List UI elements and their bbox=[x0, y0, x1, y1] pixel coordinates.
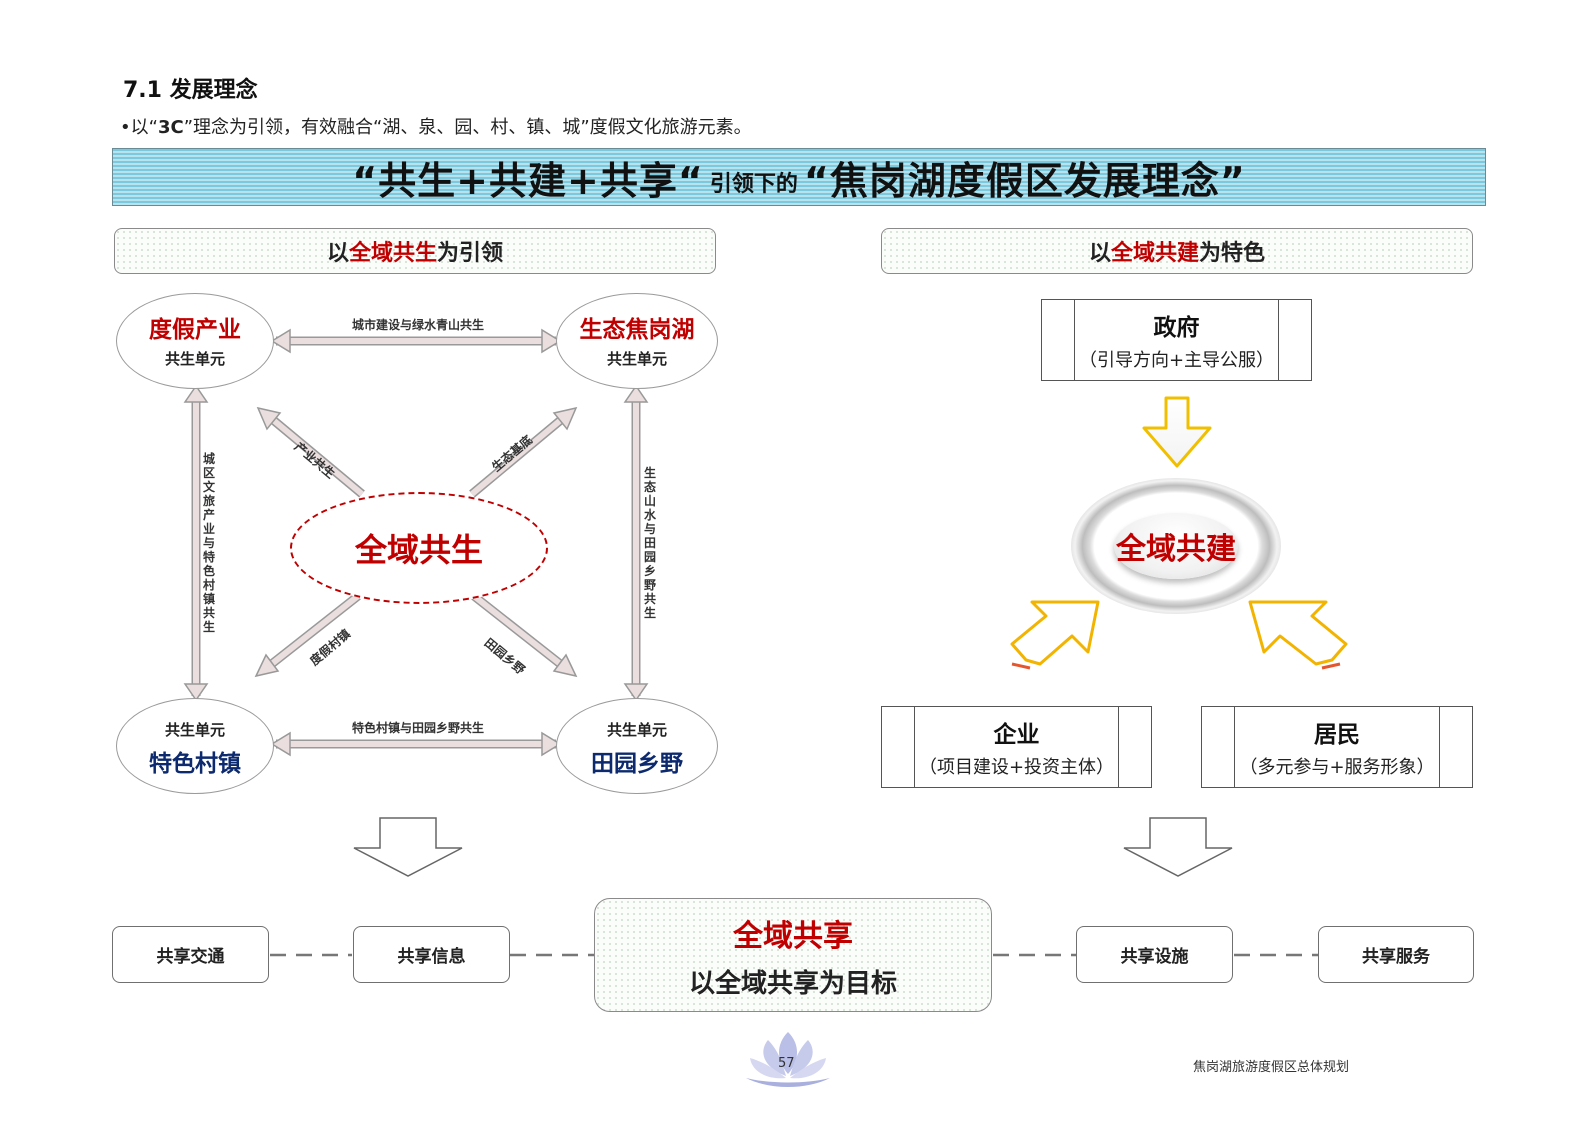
section-heading: 7.1 发展理念 bbox=[123, 78, 258, 103]
right-header-pre: 以 bbox=[1088, 241, 1111, 266]
share-information: 共享信息 bbox=[353, 926, 510, 983]
document-title: 焦岗湖旅游度假区总体规划 bbox=[1193, 1060, 1350, 1075]
center-co-construction-ring: 全域共建 bbox=[1071, 478, 1281, 614]
arrow-left-vertical bbox=[183, 384, 209, 702]
org-government-title: 政府 bbox=[1153, 315, 1200, 341]
arrow-diag-bl bbox=[254, 592, 361, 678]
node-resort-industry-unit: 共生单元 bbox=[164, 349, 225, 368]
page-number: 57 bbox=[778, 1056, 795, 1071]
org-residents: 居民 （多元参与+服务形象） bbox=[1201, 706, 1473, 788]
left-header-red: 全域共生 bbox=[348, 241, 437, 266]
node-eco-lake: 生态焦岗湖 共生单元 bbox=[556, 293, 718, 389]
org-residents-left-tab bbox=[1202, 707, 1235, 787]
arrow-residents-up bbox=[1248, 600, 1348, 666]
link-right-vertical-label: 生态山水与田园乡野共生 bbox=[643, 466, 656, 620]
banner-part1: “共生+共建+共享“ bbox=[352, 158, 704, 203]
node-featured-villages-unit: 共生单元 bbox=[164, 720, 225, 739]
section-intro: •以“3C”理念为引领，有效融合“湖、泉、园、村、镇、城”度假文化旅游元素。 bbox=[120, 113, 752, 139]
lotus-logo-icon bbox=[746, 1032, 830, 1087]
node-eco-lake-unit: 共生单元 bbox=[606, 349, 667, 368]
org-enterprise-desc: （项目建设+投资主体） bbox=[918, 757, 1115, 778]
right-header-red: 全域共建 bbox=[1110, 241, 1199, 266]
share-center: 全域共享 以全域共享为目标 bbox=[594, 898, 992, 1012]
left-header-post: 为引领 bbox=[437, 241, 504, 266]
node-resort-industry: 度假产业 共生单元 bbox=[116, 293, 274, 389]
right-header-post: 为特色 bbox=[1199, 241, 1266, 266]
org-enterprise-title: 企业 bbox=[993, 722, 1040, 748]
banner-part3: “焦岗湖度假区发展理念” bbox=[803, 158, 1246, 203]
link-left-vertical-label: 城区文旅产业与特色村镇共生 bbox=[202, 452, 215, 634]
intro-bold: 3C bbox=[157, 117, 184, 138]
share-services: 共享服务 bbox=[1318, 926, 1474, 983]
node-resort-industry-title: 度假产业 bbox=[149, 316, 241, 343]
down-arrow-left bbox=[353, 817, 463, 877]
left-header-pre: 以 bbox=[326, 241, 349, 266]
node-eco-lake-title: 生态焦岗湖 bbox=[579, 316, 695, 343]
share-facilities: 共享设施 bbox=[1076, 926, 1233, 983]
left-header: 以全域共生为引领 bbox=[114, 228, 716, 274]
down-arrow-right bbox=[1123, 817, 1233, 877]
arrow-enterprise-up bbox=[1010, 600, 1100, 666]
intro-prefix: •以“ bbox=[120, 117, 158, 138]
center-co-construction: 全域共建 bbox=[1114, 513, 1238, 579]
arrow-top bbox=[270, 328, 562, 354]
link-top-label: 城市建设与绿水青山共生 bbox=[352, 318, 485, 332]
org-government: 政府 （引导方向+主导公服） bbox=[1041, 299, 1312, 381]
center-symbiosis: 全域共生 bbox=[290, 492, 548, 604]
arrow-bottom bbox=[270, 731, 562, 757]
arrow-diag-tr bbox=[469, 406, 578, 498]
banner-part2: 引领下的 bbox=[709, 172, 798, 197]
org-residents-title: 居民 bbox=[1314, 722, 1360, 748]
share-transport: 共享交通 bbox=[112, 926, 269, 983]
org-government-left-tab bbox=[1042, 300, 1075, 380]
org-government-desc: （引导方向+主导公服） bbox=[1078, 350, 1275, 371]
share-center-subtitle: 以全域共享为目标 bbox=[688, 968, 897, 999]
arrow-gov-down bbox=[1142, 396, 1212, 468]
org-residents-right-tab bbox=[1439, 707, 1472, 787]
node-featured-villages: 共生单元 特色村镇 bbox=[116, 698, 274, 794]
title-banner: “共生+共建+共享“ 引领下的 “焦岗湖度假区发展理念” bbox=[112, 148, 1486, 206]
share-center-title: 全域共享 bbox=[733, 918, 853, 954]
org-enterprise: 企业 （项目建设+投资主体） bbox=[881, 706, 1152, 788]
node-featured-villages-title: 特色村镇 bbox=[149, 750, 241, 777]
org-residents-desc: （多元参与+服务形象） bbox=[1239, 757, 1435, 778]
arrow-diag-br bbox=[471, 592, 578, 678]
node-pastoral-countryside-title: 田园乡野 bbox=[591, 750, 683, 777]
org-enterprise-left-tab bbox=[882, 707, 915, 787]
right-header: 以全域共建为特色 bbox=[881, 228, 1473, 274]
arrow-right-vertical bbox=[623, 384, 649, 702]
node-pastoral-countryside-unit: 共生单元 bbox=[606, 720, 667, 739]
org-enterprise-right-tab bbox=[1118, 707, 1151, 787]
link-bottom-label: 特色村镇与田园乡野共生 bbox=[352, 721, 485, 735]
intro-suffix: ”理念为引领，有效融合“湖、泉、园、村、镇、城”度假文化旅游元素。 bbox=[183, 117, 752, 138]
node-pastoral-countryside: 共生单元 田园乡野 bbox=[556, 698, 718, 794]
org-government-right-tab bbox=[1278, 300, 1311, 380]
arrow-diag-tl bbox=[256, 406, 365, 498]
